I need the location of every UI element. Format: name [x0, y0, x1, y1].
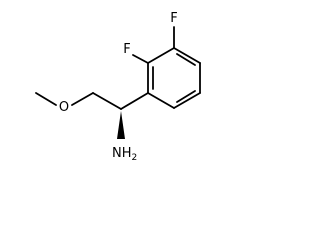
structure-canvas: F F O NH2	[35, 11, 201, 163]
amine-label-main: NH	[112, 146, 132, 161]
ring-bond-1	[147, 47, 175, 64]
atom-o-methoxy: O	[59, 100, 69, 115]
ring-double-bond-3	[176, 53, 196, 66]
atom-f-ortho: F	[123, 42, 130, 57]
ring-bond-6	[173, 47, 201, 64]
amine-label-subscript: 2	[132, 153, 138, 163]
molecule-structure: F F O NH2	[35, 11, 201, 163]
ring-double-bond-2	[176, 90, 196, 103]
bond-o-to-ch3	[35, 92, 57, 106]
atom-amine: NH2	[112, 146, 137, 163]
bond-ch2-to-o	[71, 92, 94, 106]
ring-bond-3	[147, 92, 175, 109]
ring-bond-4	[173, 92, 201, 109]
atom-f-top: F	[170, 11, 177, 26]
bond-c2-f	[132, 54, 149, 64]
stereo-wedge-bond	[117, 111, 125, 139]
bond-ring-to-chiral	[120, 92, 149, 110]
bond-chiral-to-ch2	[92, 92, 122, 110]
